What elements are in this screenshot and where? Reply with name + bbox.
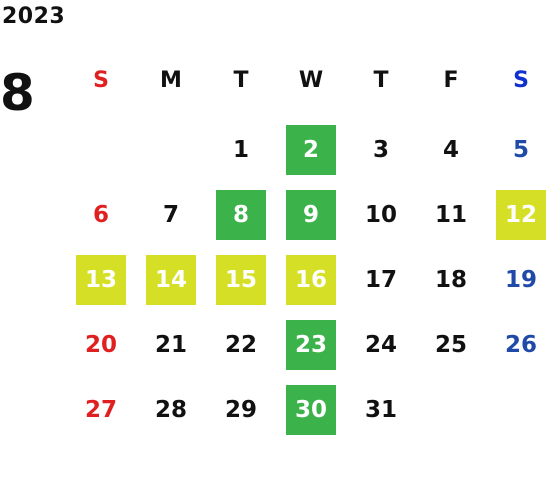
weekday-header-mon: M: [160, 67, 182, 93]
day-cell-19[interactable]: 19: [504, 267, 537, 293]
day-cell-5[interactable]: 5: [512, 137, 529, 163]
day-cell-1[interactable]: 1: [232, 137, 249, 163]
day-cell-17[interactable]: 17: [364, 267, 397, 293]
year-label: 2023: [2, 4, 66, 29]
day-cell-13[interactable]: 13: [76, 255, 126, 305]
day-cell-3[interactable]: 3: [372, 137, 389, 163]
day-cell-21[interactable]: 21: [154, 332, 187, 358]
day-cell-20[interactable]: 20: [84, 332, 117, 358]
day-cell-6[interactable]: 6: [92, 202, 109, 228]
day-cell-10[interactable]: 10: [364, 202, 397, 228]
day-cell-28[interactable]: 28: [154, 397, 187, 423]
day-cell-24[interactable]: 24: [364, 332, 397, 358]
day-cell-15[interactable]: 15: [216, 255, 266, 305]
day-cell-18[interactable]: 18: [434, 267, 467, 293]
day-cell-30[interactable]: 30: [286, 385, 336, 435]
day-cell-9[interactable]: 9: [286, 190, 336, 240]
weekday-header-tue: T: [233, 67, 249, 93]
day-cell-14[interactable]: 14: [146, 255, 196, 305]
day-cell-31[interactable]: 31: [364, 397, 397, 423]
day-cell-8[interactable]: 8: [216, 190, 266, 240]
day-cell-7[interactable]: 7: [162, 202, 179, 228]
day-cell-4[interactable]: 4: [442, 137, 459, 163]
weekday-header-wed: W: [298, 67, 324, 93]
day-cell-12[interactable]: 12: [496, 190, 546, 240]
weekday-header-sat: S: [513, 67, 529, 93]
day-cell-27[interactable]: 27: [84, 397, 117, 423]
day-cell-11[interactable]: 11: [434, 202, 467, 228]
weekday-header-fri: F: [443, 67, 459, 93]
day-cell-23[interactable]: 23: [286, 320, 336, 370]
day-cell-29[interactable]: 29: [224, 397, 257, 423]
weekday-header-sun: S: [93, 67, 109, 93]
day-cell-16[interactable]: 16: [286, 255, 336, 305]
day-cell-26[interactable]: 26: [504, 332, 537, 358]
day-cell-2[interactable]: 2: [286, 125, 336, 175]
month-number: 8: [0, 64, 35, 122]
day-cell-25[interactable]: 25: [434, 332, 467, 358]
day-cell-22[interactable]: 22: [224, 332, 257, 358]
weekday-header-thu: T: [373, 67, 389, 93]
